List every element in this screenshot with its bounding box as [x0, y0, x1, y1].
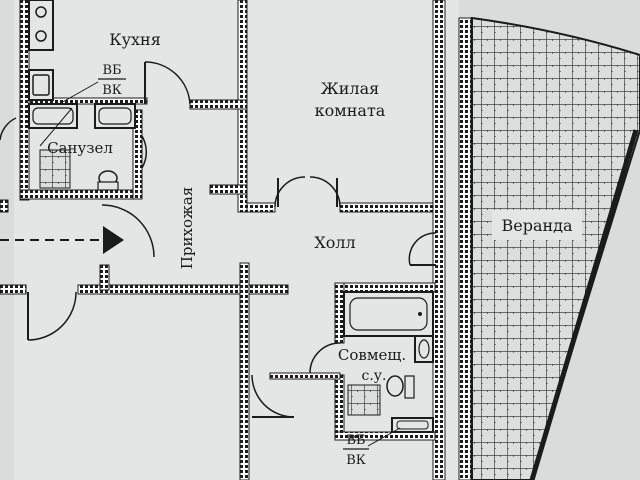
hallway-label: Прихожая [178, 187, 196, 269]
drain-icon [418, 312, 422, 316]
kitchen-vk-label: ВК [102, 83, 122, 98]
walls [0, 0, 472, 480]
veranda-floor [471, 16, 640, 480]
entry-door-swing-left [27, 291, 77, 341]
bathroom-door-swing-left [0, 117, 17, 141]
combined-label-line1: Совмещ. [338, 346, 406, 364]
wall-kitchen-bottom [19, 189, 143, 200]
wall-outer-right [432, 0, 446, 480]
hall-label: Холл [314, 233, 355, 252]
veranda: Веранда [471, 16, 640, 480]
corridor-door [251, 374, 295, 418]
combined-toilet-icon [386, 375, 404, 397]
living-room-label-line1: Жилая [321, 79, 379, 98]
kitchen-vb-label: ВБ [102, 63, 121, 78]
combined-bathroom: Совмещ. с.у. ВБ ВК [309, 291, 434, 468]
combined-label-line2: с.у. [362, 368, 387, 384]
wall-hallway-bottom [77, 284, 289, 295]
combined-sink [414, 335, 434, 363]
living-door-left-swing [274, 176, 306, 208]
combined-washer [391, 417, 434, 433]
burner-icon [35, 6, 47, 18]
kitchen: Кухня ВБ ВК [28, 0, 191, 109]
wall-veranda-inner [458, 17, 472, 480]
combined-sink-bowl [418, 339, 430, 359]
kitchen-sink-icon [32, 74, 50, 96]
veranda-door-swing [408, 232, 437, 266]
bathroom-floor-tile [39, 149, 71, 189]
hall: Холл [314, 232, 437, 266]
wall-entry-low [0, 199, 9, 213]
entry-door-swing [101, 204, 155, 258]
bathroom-label: Санузел [47, 139, 113, 157]
toilet-tank [97, 181, 119, 191]
veranda-label-bg [492, 210, 582, 240]
combined-door-swing [309, 342, 341, 374]
bathroom-door-swing [141, 135, 148, 169]
burner-icon [35, 30, 47, 42]
veranda-label: Веранда [501, 216, 573, 235]
sink-inner [98, 107, 132, 125]
wall-bath-left [334, 282, 345, 344]
bathtub-inner [32, 107, 74, 125]
wall-kitchen-right [132, 109, 143, 200]
bath-vk-label: ВК [346, 453, 366, 468]
kitchen-door-swing [144, 61, 191, 105]
combined-floor-tile [347, 384, 381, 416]
bathroom-leader-line [39, 107, 73, 147]
veranda-rail [529, 129, 639, 480]
wall-living-hall [246, 202, 276, 213]
wall-living-hall-right [339, 202, 436, 213]
entry-arrow-icon [103, 226, 124, 254]
kitchen-label: Кухня [109, 30, 161, 49]
wall-hall-stub [209, 184, 248, 195]
bathroom: Санузел [0, 103, 148, 191]
wall-entry-left [0, 284, 27, 295]
bath-leader-line [367, 427, 401, 447]
combined-toilet-tank [404, 375, 415, 399]
living-door-right-swing [309, 176, 341, 208]
living-room: Жилая комната [274, 79, 386, 208]
wall-corridor-left [239, 262, 250, 480]
hallway: Прихожая [0, 187, 196, 341]
plan-area [14, 0, 459, 480]
wall-bath-left-low [334, 374, 345, 441]
wall-door-stub-low [269, 372, 341, 380]
living-room-label-line2: комната [315, 101, 386, 120]
wall-bath-top [334, 282, 436, 293]
wall-kitchen-door-stub [189, 99, 248, 110]
wall-kitchen-left [19, 0, 30, 201]
combined-bathtub-inner [349, 297, 428, 331]
bath-vb-label: ВБ [346, 433, 365, 448]
wall-hallway-stub [99, 264, 110, 291]
combined-washer-inner [396, 420, 429, 430]
